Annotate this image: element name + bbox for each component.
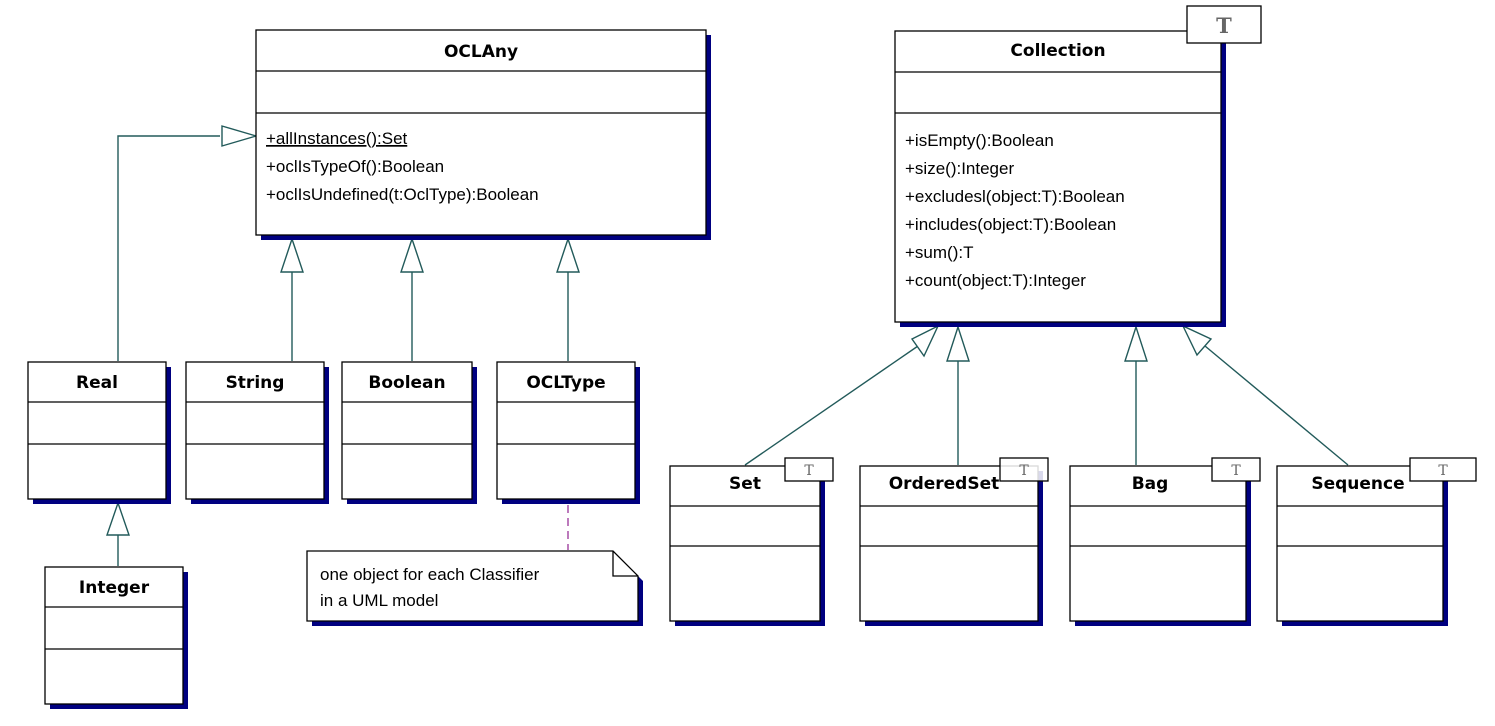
collection-op-4: +includes(object:T):Boolean: [905, 215, 1116, 234]
collection-op-2: +size():Integer: [905, 159, 1014, 178]
orderedset-template-box: [999, 457, 1049, 482]
sequence-template-box: [1409, 457, 1477, 482]
edge-set-collection-arrow: [910, 324, 940, 358]
note-classifier[interactable]: one object for each Classifier in a UML …: [306, 550, 643, 626]
class-oclany-name: OCLAny: [444, 42, 518, 62]
class-set[interactable]: Set T: [669, 457, 834, 626]
class-set-box: [669, 465, 821, 622]
class-integer[interactable]: Integer: [44, 566, 188, 709]
note-fold: [612, 551, 638, 577]
oclany-op-2: +oclIsTypeOf():Boolean: [266, 157, 444, 176]
class-ocltype-name: OCLType: [526, 373, 605, 393]
edge-real-oclany-arrow: [221, 125, 259, 147]
collection-op-5: +sum():T: [905, 243, 973, 262]
edge-integer-real-arrow: [106, 500, 130, 536]
set-template-param: T: [804, 463, 814, 479]
collection-op-3: +excludesl(object:T):Boolean: [905, 187, 1125, 206]
class-bag-box: [1069, 465, 1247, 622]
class-real[interactable]: Real: [27, 361, 171, 504]
collection-template-param: T: [1216, 13, 1232, 38]
oclany-op-1: +allInstances():Set: [266, 129, 408, 148]
class-collection[interactable]: Collection +isEmpty():Boolean +size():In…: [894, 5, 1262, 327]
edge-sequence-collection: [1204, 345, 1349, 466]
edge-ocltype-oclany-arrow: [556, 236, 580, 273]
class-sequence-box: [1276, 465, 1444, 622]
collection-op-1: +isEmpty():Boolean: [905, 131, 1054, 150]
edge-orderedset-collection-arrow: [946, 324, 970, 362]
edge-sequence-collection-arrow: [1181, 324, 1213, 357]
class-collection-box: [894, 30, 1222, 323]
class-orderedset-box: [859, 465, 1039, 622]
note-line-1: one object for each Classifier: [320, 565, 540, 584]
collection-template-box: [1186, 5, 1262, 44]
edge-set-collection: [744, 345, 919, 466]
bag-template-box: [1211, 457, 1261, 482]
note-line-2: in a UML model: [320, 591, 438, 610]
class-integer-name: Integer: [79, 578, 150, 598]
class-sequence-name: Sequence: [1311, 474, 1404, 494]
edge-bag-collection-arrow: [1124, 324, 1148, 362]
class-boolean-name: Boolean: [368, 373, 445, 393]
collection-op-6: +count(object:T):Integer: [905, 271, 1086, 290]
edge-boolean-oclany-arrow: [400, 236, 424, 273]
edge-real-oclany: [117, 135, 220, 361]
edge-string-oclany-arrow: [280, 236, 304, 273]
class-ocltype[interactable]: OCLType: [496, 361, 640, 504]
class-bag[interactable]: Bag T: [1069, 457, 1261, 626]
orderedset-template-param: T: [1019, 463, 1029, 479]
class-boolean-box: [341, 361, 473, 500]
class-sequence[interactable]: Sequence T: [1276, 457, 1477, 626]
class-oclany-box: [255, 29, 707, 236]
class-real-name: Real: [76, 373, 118, 393]
class-string[interactable]: String: [185, 361, 329, 504]
class-boolean[interactable]: Boolean: [341, 361, 477, 504]
class-real-box: [27, 361, 167, 500]
class-orderedset[interactable]: OrderedSet T: [859, 457, 1049, 626]
note-body: [306, 550, 639, 622]
oclany-op-3: +oclIsUndefined(t:OclType):Boolean: [266, 185, 539, 204]
class-orderedset-name: OrderedSet: [889, 474, 1000, 494]
sequence-template-param: T: [1438, 463, 1448, 479]
class-oclany[interactable]: OCLAny +allInstances():Set +oclIsTypeOf(…: [255, 29, 711, 240]
class-collection-name: Collection: [1010, 41, 1105, 61]
class-ocltype-box: [496, 361, 636, 500]
class-integer-box: [44, 566, 184, 705]
class-set-name: Set: [729, 474, 761, 494]
class-bag-name: Bag: [1132, 474, 1169, 494]
bag-template-param: T: [1231, 463, 1241, 479]
class-string-name: String: [226, 373, 285, 393]
set-template-box: [784, 457, 834, 482]
class-string-box: [185, 361, 325, 500]
